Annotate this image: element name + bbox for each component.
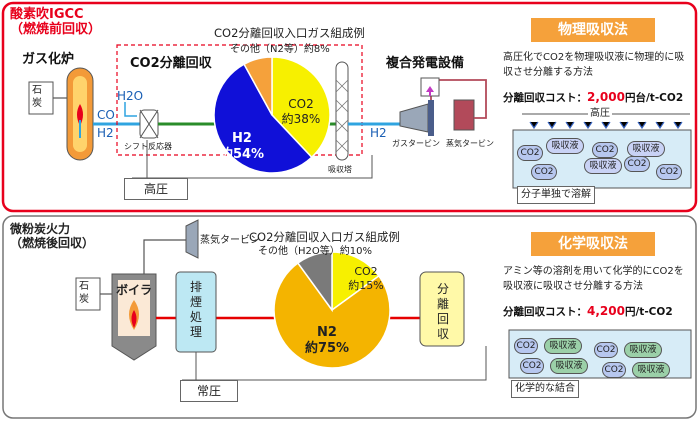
phys-co2-molecule: CO2 <box>531 164 557 180</box>
chemical-cost-label: 分離回収コスト： <box>503 306 587 318</box>
igcc-coal-label: 石炭 <box>32 85 42 109</box>
pc-pie-n2-label: N2 約75% <box>300 325 354 357</box>
pc-pressure-bracket <box>196 346 487 381</box>
igcc-composition-title: CO2分離回収入口ガス組成例 <box>214 26 365 40</box>
flue-gas-label: 排煙処理 <box>189 280 202 339</box>
capture-title: CO2分離回収 <box>130 56 212 71</box>
chem-absorbent-molecule: 吸収液 <box>550 358 588 374</box>
chemical-cost-value: 4,200 <box>587 304 625 318</box>
pc-pie-slice-co2 <box>331 251 380 312</box>
chem-co2-molecule: CO2 <box>602 362 626 378</box>
chemical-note: 化学的な結合 <box>511 380 579 398</box>
igcc-title: 酸素吹IGCC （燃焼前回収） <box>10 7 102 38</box>
igcc-pie-slice-other <box>243 56 273 116</box>
igcc-pie-h2-label: H2 約54% <box>216 131 268 163</box>
pc-title-line1: 微粉炭火力 <box>10 222 71 236</box>
h2-out-label: H2 <box>370 126 387 140</box>
chem-absorbent-molecule: 吸収液 <box>544 338 582 354</box>
igcc-pie-co2-name: CO2 <box>288 97 314 111</box>
chem-absorbent-molecule: 吸収液 <box>624 342 662 358</box>
physical-cost: 分離回収コスト：2,000円台/t-CO2 <box>503 90 683 105</box>
physical-desc: 高圧化でCO2を物理吸収液に物理的に吸収させ分離する方法 <box>503 52 685 78</box>
chemical-cost: 分離回収コスト：4,200円/t-CO2 <box>503 304 673 319</box>
chem-absorbent-molecule: 吸収液 <box>632 362 670 378</box>
pc-title: 微粉炭火力 （燃焼後回収） <box>10 222 94 251</box>
pc-pie-n2-name: N2 <box>317 325 337 340</box>
chemical-desc: アミン等の溶剤を用いて化学的にCO2を吸収液に吸収させ分離する方法 <box>503 266 684 292</box>
physical-pressure-label: 高圧 <box>588 108 612 119</box>
igcc-pie-co2-value: 約38% <box>281 112 321 127</box>
phys-pressure-arrows <box>529 121 683 130</box>
shift-reactor-cross <box>139 109 159 139</box>
physical-note: 分子単独で溶解 <box>517 186 595 204</box>
combined-cycle-label: 複合発電設備 <box>386 56 465 71</box>
gasifier-flame-icon <box>77 104 83 126</box>
igcc-other-label: その他（N2等）約8% <box>230 44 330 55</box>
igcc-pie-slice-h2 <box>213 63 313 174</box>
igcc-pressure-bracket <box>147 155 373 179</box>
pc-pie-n2-value: 約75% <box>304 341 350 357</box>
pc-pie-co2-name: CO2 <box>354 265 378 278</box>
pc-pressure-label: 常圧 <box>180 380 238 402</box>
igcc-pie-co2-label: CO2 約38% <box>277 97 325 127</box>
steam-turbine-label: 蒸気タービン <box>446 139 494 148</box>
pc-other-label: その他（H2O等）約10% <box>258 246 372 257</box>
gas-turbine-shaft <box>428 100 434 136</box>
physical-cost-value: 2,000 <box>587 90 625 104</box>
pc-steam-line <box>143 239 186 274</box>
igcc-pie-slice-co2 <box>271 56 331 159</box>
co-label: CO <box>97 108 115 122</box>
physical-absorption-tag: 物理吸収法 <box>531 18 655 42</box>
pc-steam-turbine-label: 蒸気タービン <box>200 235 260 246</box>
h2o-arrow <box>124 102 137 117</box>
pc-composition-title: CO2分離回収入口ガス組成例 <box>249 230 400 244</box>
pc-coal-box <box>75 277 101 311</box>
pc-pie-co2-label: CO2 約15% <box>346 265 386 293</box>
chemical-absorption-tag: 化学吸収法 <box>531 232 655 256</box>
igcc-coal-box <box>28 81 54 115</box>
igcc-pie-h2-name: H2 <box>232 131 252 146</box>
physical-cost-unit: 円台/t-CO2 <box>624 92 684 104</box>
phys-co2-molecule: CO2 <box>656 164 682 180</box>
absorber-pattern <box>335 79 349 153</box>
pc-pie-slice-other <box>296 251 333 313</box>
phys-co2-molecule: CO2 <box>624 156 650 172</box>
gasifier-label: ガス化炉 <box>22 52 75 67</box>
igcc-composition-pie <box>213 56 331 174</box>
pc-steam-turbine-icon <box>185 219 199 259</box>
chem-co2-molecule: CO2 <box>514 338 538 354</box>
chem-co2-molecule: CO2 <box>520 358 544 374</box>
pc-composition-pie <box>273 251 391 369</box>
igcc-pie-h2-value: 約54% <box>219 147 265 163</box>
boiler-flame-core <box>131 310 137 328</box>
gas-turbine-label: ガスタービン <box>392 139 440 148</box>
igcc-pressure-label: 高圧 <box>124 178 188 200</box>
phys-co2-molecule: CO2 <box>517 145 543 161</box>
physical-cost-label: 分離回収コスト： <box>503 92 587 104</box>
absorber-icon <box>335 61 349 161</box>
chemical-cost-unit: 円/t-CO2 <box>624 306 673 318</box>
igcc-title-line2: （燃焼前回収） <box>10 21 102 37</box>
phys-absorbent-molecule: 吸収液 <box>546 138 584 154</box>
pc-capture-label: 分離回収 <box>436 282 449 341</box>
pc-title-line2: （燃焼後回収） <box>10 236 95 251</box>
pc-pie-co2-value: 約15% <box>348 279 384 293</box>
phys-co2-molecule: CO2 <box>592 142 618 158</box>
phys-absorbent-molecule: 吸収液 <box>627 141 665 157</box>
phys-absorbent-molecule: 吸収液 <box>584 158 622 174</box>
boiler-label: ボイラ <box>116 283 153 297</box>
pc-pie-slice-n2 <box>273 262 391 369</box>
hrsg-arrow-head <box>426 86 434 92</box>
pc-capture-box <box>419 271 465 347</box>
igcc-title-line1: 酸素吹IGCC <box>10 7 84 22</box>
chem-co2-molecule: CO2 <box>594 342 618 358</box>
shift-reactor-label: シフト反応器 <box>124 142 172 151</box>
h2-label: H2 <box>97 126 114 140</box>
h2o-label: H2O <box>117 89 144 103</box>
pc-coal-label: 石炭 <box>79 281 89 305</box>
absorber-label: 吸収塔 <box>328 165 352 174</box>
steam-turbine-icon <box>453 99 475 131</box>
